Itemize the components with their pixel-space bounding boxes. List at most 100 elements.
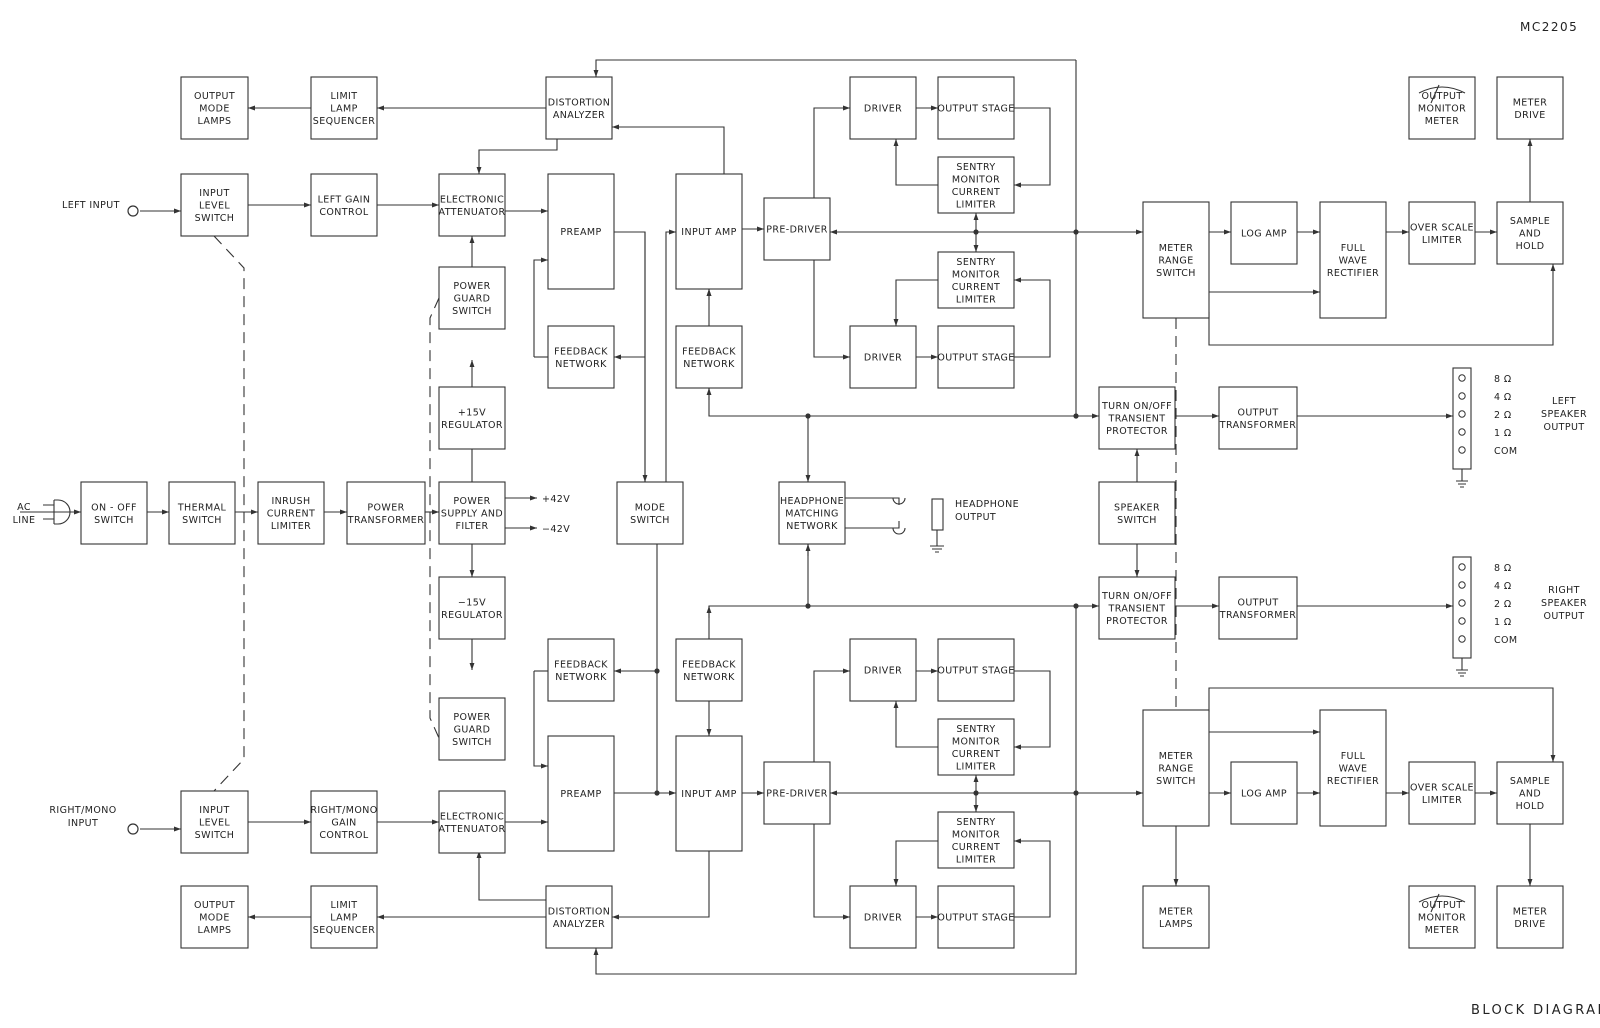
block-label: LIMITER — [956, 854, 996, 865]
block-label: NETWORK — [683, 672, 735, 683]
driver-4-block: DRIVER — [849, 885, 917, 949]
block-label: GUARD — [454, 294, 491, 305]
block-label: LEFT GAIN — [318, 194, 371, 205]
block-label: OUTPUT — [1237, 597, 1278, 608]
block-label: CURRENT — [267, 509, 316, 520]
block-label: LEVEL — [199, 201, 230, 212]
block-label: PROTECTOR — [1106, 616, 1168, 627]
wire — [665, 229, 676, 482]
block-label: MODE — [199, 104, 230, 115]
terminal-label: OUTPUT — [1543, 611, 1584, 622]
block-label: SWITCH — [1117, 515, 1157, 526]
preamp-top-block: PREAMP — [547, 173, 615, 290]
block-label: FULL — [1341, 243, 1366, 254]
block-label: CURRENT — [952, 842, 1001, 853]
block-label: ANALYZER — [553, 919, 605, 930]
block-label: CURRENT — [952, 282, 1001, 293]
block-label: LIMITER — [1422, 235, 1462, 246]
block-label: OUTPUT STAGE — [937, 104, 1014, 115]
block-label: PREAMP — [560, 227, 601, 238]
block-label: OUTPUT — [1421, 91, 1462, 102]
block-label: METER — [1159, 751, 1194, 762]
wire — [813, 824, 850, 920]
block-label: LIMITER — [956, 761, 996, 772]
block-label: INPUT AMP — [681, 227, 736, 238]
terminal-post-icon — [1458, 446, 1466, 454]
block-label: POWER — [453, 712, 490, 723]
log-amp-bot-block: LOG AMP — [1230, 761, 1298, 825]
wire — [813, 105, 850, 198]
terminal-post-icon — [1458, 428, 1466, 436]
block-label: SENTRY — [956, 817, 995, 828]
wire — [1014, 107, 1051, 188]
block-label: AND — [1519, 229, 1541, 240]
block-label: CURRENT — [952, 749, 1001, 760]
tap-label: 2 Ω — [1494, 410, 1512, 421]
block-label: ON - OFF — [91, 502, 137, 513]
wire — [845, 521, 900, 529]
block-label: INPUT — [199, 805, 229, 816]
block-label: PREAMP — [560, 789, 601, 800]
block-label: POWER — [367, 502, 404, 513]
block-label: THERMAL — [177, 502, 227, 513]
block-label: WAVE — [1339, 764, 1368, 775]
block-label: REGULATOR — [441, 610, 503, 621]
wire — [1208, 264, 1556, 346]
block-label: MODE — [199, 913, 230, 924]
wire — [893, 139, 938, 186]
block-label: INRUSH — [271, 496, 310, 507]
terminal-label: INPUT — [68, 818, 98, 829]
block-label: MODE — [635, 502, 666, 513]
block-label: SWITCH — [452, 306, 492, 317]
block-label: SWITCH — [452, 737, 492, 748]
block-label: DRIVER — [864, 666, 902, 677]
wire — [612, 124, 725, 174]
block-label: SENTRY — [956, 162, 995, 173]
ground-icon — [1456, 469, 1468, 488]
block-label: FEEDBACK — [554, 346, 608, 357]
function-blocks: OUTPUTMODELAMPSLIMITLAMPSEQUENCERDISTORT… — [80, 76, 1564, 949]
block-label: DRIVER — [864, 353, 902, 364]
speaker-terminal-strip — [1452, 556, 1472, 659]
block-label: SAMPLE — [1510, 216, 1550, 227]
block-label: PRE-DRIVER — [766, 225, 828, 236]
block-label: FEEDBACK — [682, 659, 736, 670]
ac-prongs-icon — [43, 504, 54, 520]
block-label: LIMIT — [331, 91, 358, 102]
block-label: HOLD — [1516, 241, 1545, 252]
speaker-terminal-strip — [1452, 367, 1472, 470]
headphone-plug-icon — [931, 498, 944, 531]
terminal-label: RIGHT/MONO — [49, 805, 116, 816]
block-label: RANGE — [1158, 256, 1193, 267]
wire — [1075, 60, 1099, 419]
block-label: HOLD — [1516, 801, 1545, 812]
tap-label: 8 Ω — [1494, 374, 1512, 385]
terminal-post-icon — [1458, 374, 1466, 382]
tap-label: 4 Ω — [1494, 392, 1512, 403]
block-label: LOG AMP — [1241, 229, 1287, 240]
block-label: PROTECTOR — [1106, 426, 1168, 437]
diagram-title: BLOCK DIAGRAM — [1471, 1003, 1600, 1018]
block-label: OVER SCALE — [1410, 782, 1474, 793]
terminal-label: −42V — [542, 524, 570, 535]
driver-1-block: DRIVER — [849, 76, 917, 140]
pre-driver-top-block: PRE-DRIVER — [763, 197, 831, 261]
block-label: LIMIT — [331, 900, 358, 911]
block-label: ATTENUATOR — [439, 207, 506, 218]
block-label: OUTPUT — [1421, 900, 1462, 911]
